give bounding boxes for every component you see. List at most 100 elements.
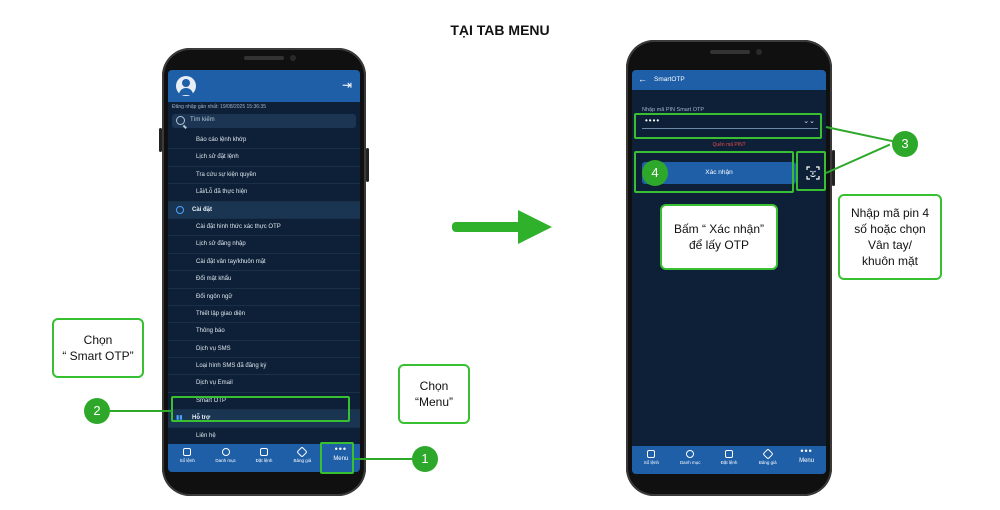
menu-item-label: Báo cáo lệnh khớp xyxy=(196,137,247,143)
volume-button xyxy=(159,128,162,152)
note-text: “ Smart OTP” xyxy=(62,349,134,363)
face-id-highlight xyxy=(796,151,826,191)
gear-icon xyxy=(176,205,184,214)
doc-icon xyxy=(647,450,656,458)
menu-item-label: Dịch vụ Email xyxy=(196,380,233,387)
note-bam-xac-nhan: Bấm “ Xác nhận” để lấy OTP xyxy=(660,204,778,270)
smartotp-header: ← SmartOTP xyxy=(632,70,826,90)
nav-item-layers[interactable]: Danh mục xyxy=(206,444,244,472)
nav-item-doc[interactable]: Sổ lệnh xyxy=(168,444,206,472)
nav-item-more[interactable]: ••• Menu xyxy=(322,444,360,472)
menu-section[interactable]: Cài đặt xyxy=(168,201,360,219)
phone1-screen: ⇥ Đăng nhập gần nhất: 19/08/2025 15:36:3… xyxy=(168,70,360,472)
pin-field-highlight xyxy=(634,113,822,139)
connector-line xyxy=(354,458,412,460)
more-icon: ••• xyxy=(334,444,348,454)
eye-hidden-icon[interactable]: ⌄⌄ xyxy=(803,118,815,125)
menu-item[interactable]: Đổi ngôn ngữ xyxy=(168,289,360,306)
menu-item-label: Liên hệ xyxy=(196,432,216,439)
menu-item-label: Đổi mật khẩu xyxy=(196,276,232,283)
nav-label: Menu xyxy=(799,458,815,464)
menu-item[interactable]: Đổi mật khẩu xyxy=(168,271,360,289)
step-badge-4: 4 xyxy=(642,160,668,186)
logout-icon[interactable]: ⇥ xyxy=(341,78,353,92)
menu-item-label: Tra cứu sự kiện quyền xyxy=(196,171,257,178)
nav-label: Đặt lệnh xyxy=(720,460,738,465)
menu-item[interactable]: Lãi/Lỗ đã thực hiện xyxy=(168,184,360,202)
menu-item-label: Smart OTP xyxy=(196,397,227,404)
step-badge-2: 2 xyxy=(84,398,110,424)
front-camera xyxy=(290,55,296,61)
nav-item-tag[interactable]: Bảng giá xyxy=(283,444,321,472)
menu-item-label: Cài đặt hình thức xác thực OTP xyxy=(196,223,281,230)
speaker xyxy=(710,50,750,54)
app-header: ⇥ xyxy=(168,70,360,102)
note-text: để lấy OTP xyxy=(688,238,750,252)
speaker xyxy=(244,56,284,60)
phone-menu-screen: ⇥ Đăng nhập gần nhất: 19/08/2025 15:36:3… xyxy=(159,48,369,496)
plus-icon xyxy=(260,448,269,456)
menu-item[interactable]: Thiết lập giao diện xyxy=(168,306,360,324)
face-id-icon xyxy=(806,166,820,180)
menu-item[interactable]: Loại hình SMS đã đăng ký xyxy=(168,358,360,376)
nav-item-doc[interactable]: Sổ lệnh xyxy=(632,446,671,474)
note-text: Vân tay/ xyxy=(867,238,913,252)
nav-item-more[interactable]: •••Menu xyxy=(787,446,826,474)
tag-icon xyxy=(762,448,774,460)
nav-label: Sổ lệnh xyxy=(643,460,660,465)
confirm-button[interactable]: Xác nhận xyxy=(642,162,796,184)
menu-item-label: Thông báo xyxy=(196,328,225,335)
nav-item-layers[interactable]: Danh mục xyxy=(671,446,710,474)
flow-arrow-icon xyxy=(452,210,552,244)
note-text: khuôn mặt xyxy=(861,254,919,268)
menu-item-label: Loại hình SMS đã đăng ký xyxy=(196,363,267,370)
back-arrow-icon[interactable]: ← xyxy=(638,74,647,84)
search-input[interactable]: Tìm kiếm xyxy=(172,114,356,128)
nav-item-plus[interactable]: Đặt lệnh xyxy=(710,446,749,474)
front-camera xyxy=(756,49,762,55)
doc-icon xyxy=(183,448,192,456)
note-chon-menu: Chọn “Menu” xyxy=(398,364,470,424)
pin-input[interactable]: •••• ⌄⌄ xyxy=(642,115,818,129)
forgot-pin-link[interactable]: Quên mã PIN? xyxy=(712,142,746,148)
menu-item[interactable]: Tra cứu sự kiện quyền xyxy=(168,167,360,185)
nav-label: Menu xyxy=(333,456,349,462)
menu-item-label: Cài đặt xyxy=(192,206,213,213)
menu-item[interactable]: Cài đặt vân tay/khuôn mặt xyxy=(168,254,360,272)
layers-icon xyxy=(221,448,230,456)
menu-item-label: Cài đặt vân tay/khuôn mặt xyxy=(196,258,266,265)
note-text: “Menu” xyxy=(414,395,453,409)
menu-item[interactable]: Báo cáo lệnh khớp xyxy=(168,132,360,150)
power-button xyxy=(366,148,369,182)
menu-item[interactable]: Lịch sử đăng nhập xyxy=(168,236,360,254)
menu-item[interactable]: Thông báo xyxy=(168,323,360,341)
pin-label: Nhập mã PIN Smart OTP xyxy=(642,107,705,113)
nav-label: Bảng giá xyxy=(293,458,312,463)
note-text: Chọn xyxy=(83,333,113,347)
menu-item-label: Thiết lập giao diện xyxy=(196,310,246,317)
menu-item[interactable]: Dịch vụ SMS xyxy=(168,341,360,359)
search-icon xyxy=(176,116,185,125)
step-badge-3: 3 xyxy=(892,131,918,157)
step-badge-1: 1 xyxy=(412,446,438,472)
face-id-button[interactable] xyxy=(802,162,824,184)
nav-item-plus[interactable]: Đặt lệnh xyxy=(245,444,283,472)
avatar-icon[interactable] xyxy=(176,76,196,96)
menu-section[interactable]: ▮▮Hỗ trợ xyxy=(168,410,360,428)
menu-item-label: Lãi/Lỗ đã thực hiện xyxy=(196,189,248,196)
note-chon-smart-otp: Chọn “ Smart OTP” xyxy=(52,318,144,378)
nav-item-tag[interactable]: Bảng giá xyxy=(748,446,787,474)
menu-item-label: Lịch sử đăng nhập xyxy=(196,241,246,248)
menu-item[interactable]: Lịch sử đặt lệnh xyxy=(168,149,360,167)
menu-item[interactable]: Smart OTP xyxy=(168,393,360,411)
connector-line xyxy=(825,143,891,174)
page-title: TẠI TAB MENU xyxy=(450,22,550,38)
smartotp-title: SmartOTP xyxy=(654,76,685,83)
connector-line xyxy=(825,126,893,143)
menu-item[interactable]: Cài đặt hình thức xác thực OTP xyxy=(168,219,360,237)
nav-label: Bảng giá xyxy=(758,460,777,465)
menu-item[interactable]: Dịch vụ Email xyxy=(168,375,360,393)
help-icon: ▮▮ xyxy=(176,415,183,422)
nav-label: Sổ lệnh xyxy=(179,458,195,463)
